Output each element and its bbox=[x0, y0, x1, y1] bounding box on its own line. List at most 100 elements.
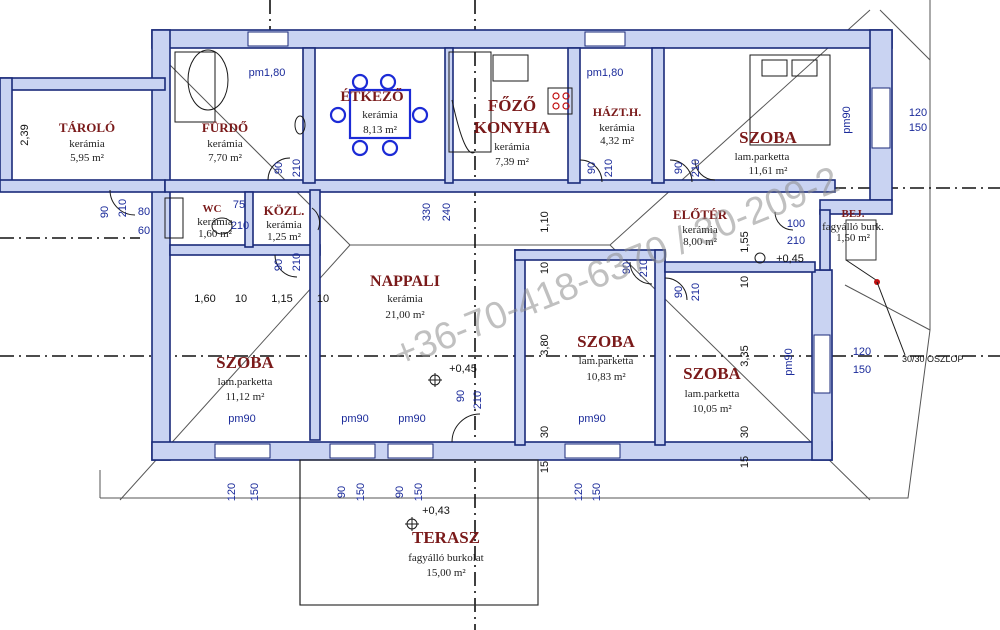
room-szoba3-material: lam.parketta bbox=[579, 355, 634, 367]
dim-15-a: 15 bbox=[539, 461, 551, 473]
room-hazt-area: 4,32 m² bbox=[600, 135, 635, 147]
dim-90-c: 90 bbox=[273, 259, 285, 271]
room-konyha-area: 7,39 m² bbox=[495, 156, 530, 168]
dim-150-d: 150 bbox=[355, 483, 367, 501]
oszlop-label: 30/30 OSZLOP bbox=[902, 354, 964, 364]
dim-15-b: 15 bbox=[739, 456, 751, 468]
dim-30-a: 30 bbox=[539, 426, 551, 438]
dim-210-g: 210 bbox=[690, 283, 702, 301]
room-kozl-name: KÖZL. bbox=[264, 203, 305, 218]
dim-210-j: 210 bbox=[787, 235, 805, 247]
dim-90-d: 90 bbox=[586, 162, 598, 174]
room-konyha-name1: FŐZŐ bbox=[488, 96, 536, 115]
room-kozl-area: 1,25 m² bbox=[267, 231, 302, 243]
dim-210-e: 210 bbox=[690, 159, 702, 177]
room-eloter-area: 8,00 m² bbox=[683, 236, 718, 248]
dim-150-b: 150 bbox=[853, 364, 871, 376]
room-etkezo-material: kerámia bbox=[362, 109, 398, 121]
dim-pm90-b1: pm90 bbox=[228, 413, 256, 425]
room-szoba4-name: SZOBA bbox=[683, 364, 741, 383]
dim-210-h: 210 bbox=[472, 391, 484, 409]
dim-60: 60 bbox=[138, 225, 150, 237]
dim-120-d: 120 bbox=[573, 483, 585, 501]
room-nappali-area: 21,00 m² bbox=[385, 309, 425, 321]
room-labels: TÁROLÓ kerámia 5,95 m² FÜRDŐ kerámia 7,7… bbox=[59, 88, 884, 579]
room-furdo-material: kerámia bbox=[207, 138, 243, 150]
room-szoba1-area: 11,61 m² bbox=[749, 165, 789, 177]
room-wc-material: kerámia bbox=[197, 216, 233, 228]
room-nappali-material: kerámia bbox=[387, 293, 423, 305]
dim-120-c: 120 bbox=[226, 483, 238, 501]
dim-10-b: 10 bbox=[317, 293, 329, 305]
room-szoba2-area: 11,12 m² bbox=[226, 391, 266, 403]
room-etkezo-name: ÉTKEZŐ bbox=[340, 88, 403, 105]
dim-10-c: 10 bbox=[539, 262, 551, 274]
room-taroló-area: 5,95 m² bbox=[70, 152, 105, 164]
room-taroló-material: kerámia bbox=[69, 138, 105, 150]
dim-150-f: 150 bbox=[591, 483, 603, 501]
dim-150-a: 150 bbox=[909, 122, 927, 134]
room-szoba3-area: 10,83 m² bbox=[586, 371, 626, 383]
room-eloter-material: kerámia bbox=[682, 224, 718, 236]
dimension-labels-black: 2,39 1,60 10 1,15 10 1,10 10 3,80 30 15 … bbox=[19, 124, 964, 517]
dim-90-g: 90 bbox=[673, 286, 685, 298]
dim-100: 100 bbox=[787, 218, 805, 230]
room-szoba3-name: SZOBA bbox=[577, 332, 635, 351]
dim-90-a: 90 bbox=[99, 206, 111, 218]
room-kozl-material: kerámia bbox=[266, 219, 302, 231]
room-szoba2-name: SZOBA bbox=[216, 353, 274, 372]
dim-239: 2,39 bbox=[19, 124, 31, 145]
level-eloter: +0,45 bbox=[776, 253, 804, 265]
dim-210-i: 210 bbox=[231, 220, 249, 232]
dim-pm90-b2: pm90 bbox=[341, 413, 369, 425]
dim-pm90-right: pm90 bbox=[841, 106, 853, 134]
room-konyha-name2: KONYHA bbox=[474, 118, 551, 137]
dim-pm180-a: pm1,80 bbox=[249, 67, 286, 79]
dim-10-a: 10 bbox=[235, 293, 247, 305]
room-furdo-name: FÜRDŐ bbox=[202, 120, 248, 135]
dim-210-a: 210 bbox=[117, 199, 129, 217]
room-taroló-name: TÁROLÓ bbox=[59, 120, 115, 135]
dim-pm180-b: pm1,80 bbox=[587, 67, 624, 79]
room-nappali-name: NAPPALI bbox=[370, 273, 440, 290]
terrace bbox=[299, 459, 539, 606]
dim-110: 1,10 bbox=[539, 211, 551, 232]
dim-90-b: 90 bbox=[273, 162, 285, 174]
dim-90-i: 90 bbox=[336, 486, 348, 498]
dim-90-e: 90 bbox=[673, 162, 685, 174]
dim-380: 3,80 bbox=[539, 334, 551, 355]
room-szoba1-material: lam.parketta bbox=[735, 151, 790, 163]
dim-pm90-szoba4: pm90 bbox=[783, 348, 795, 376]
room-konyha-material: kerámia bbox=[494, 141, 530, 153]
room-bej-material: fagyálló burk. bbox=[822, 221, 884, 233]
dim-120-b: 120 bbox=[853, 346, 871, 358]
room-wc-area: 1,60 m² bbox=[198, 228, 233, 240]
room-hazt-name: HÁZT.H. bbox=[593, 105, 641, 119]
dim-80: 80 bbox=[138, 206, 150, 218]
dim-pm90-b3: pm90 bbox=[398, 413, 426, 425]
room-hazt-material: kerámia bbox=[599, 122, 635, 134]
dim-120-a: 120 bbox=[909, 107, 927, 119]
dim-210-f: 210 bbox=[638, 259, 650, 277]
dim-90-j: 90 bbox=[394, 486, 406, 498]
room-terasz-material: fagyálló burkolat bbox=[408, 552, 483, 564]
dimension-labels: pm1,80 pm1,80 pm90 pm90 pm90 pm90 pm90 p… bbox=[99, 67, 927, 501]
dim-75: 75 bbox=[233, 199, 245, 211]
dim-240: 240 bbox=[441, 203, 453, 221]
dim-210-c: 210 bbox=[291, 253, 303, 271]
dim-210-b: 210 bbox=[291, 159, 303, 177]
room-terasz-name: TERASZ bbox=[412, 528, 480, 547]
dim-30-b: 30 bbox=[739, 426, 751, 438]
dim-90-h: 90 bbox=[455, 390, 467, 402]
dim-pm90-b4: pm90 bbox=[578, 413, 606, 425]
dim-335: 3,35 bbox=[739, 345, 751, 366]
room-szoba4-material: lam.parketta bbox=[685, 388, 740, 400]
room-szoba1-name: SZOBA bbox=[739, 128, 797, 147]
room-wc-name: WC bbox=[203, 203, 222, 215]
room-furdo-area: 7,70 m² bbox=[208, 152, 243, 164]
room-bej-name: BEJ. bbox=[842, 208, 865, 220]
dim-330: 330 bbox=[421, 203, 433, 221]
room-szoba4-area: 10,05 m² bbox=[692, 403, 732, 415]
dim-160: 1,60 bbox=[194, 293, 215, 305]
